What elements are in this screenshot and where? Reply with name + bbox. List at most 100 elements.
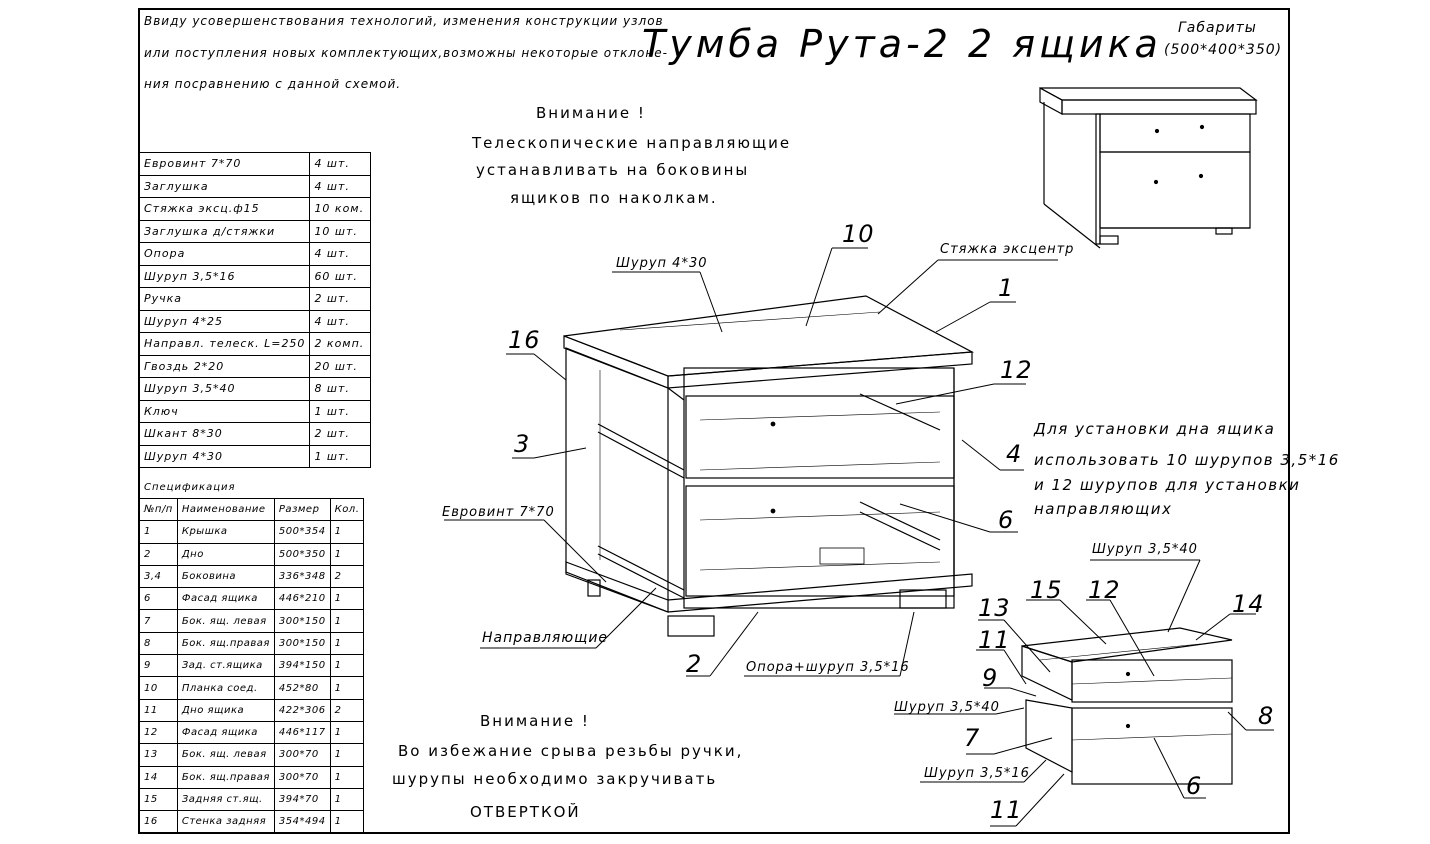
spec-row-name: Дно ящика <box>176 698 275 722</box>
spec-row-name: Бок. ящ.правая <box>176 631 275 656</box>
part-number-14: 14 <box>1232 590 1265 618</box>
part-number-11: 11 <box>978 626 1011 654</box>
attention-bottom-heading: Внимание ! <box>480 712 590 730</box>
notice-line-2: или поступления новых комплектующих,возм… <box>144 46 668 60</box>
spec-caption: Спецификация <box>144 482 236 493</box>
spec-row-qty: 1 <box>329 587 365 611</box>
spec-row-name: Бок. ящ. левая <box>176 609 275 633</box>
spec-row-qty: 1 <box>329 631 365 656</box>
spec-row-qty: 1 <box>329 542 365 566</box>
hardware-item-qty: 2 шт. <box>309 287 371 311</box>
hardware-item-name: Шкант 8*30 <box>138 422 311 446</box>
hardware-item-qty: 10 шт. <box>309 219 371 243</box>
hardware-item-name: Опора <box>138 242 311 266</box>
attention-bottom-line-1: Во избежание срыва резьбы ручки, <box>398 742 744 760</box>
attention-top-line-3: ящиков по наколкам. <box>510 189 718 207</box>
assembled-cabinet-view <box>1039 86 1258 249</box>
notice-line-1: Ввиду усовершенствования технологий, изм… <box>144 14 664 28</box>
hardware-item-qty: 1 шт. <box>309 444 371 468</box>
spec-row-size: 394*70 <box>273 787 331 812</box>
spec-row-name: Планка соед. <box>176 676 275 700</box>
spec-header-size: Размер <box>273 497 331 522</box>
instruction-line-2: использовать 10 шурупов 3,5*16 <box>1034 451 1340 469</box>
part-number-6b: 6 <box>1186 772 1203 800</box>
spec-row-name: Фасад ящика <box>176 720 275 745</box>
spec-row-size: 394*150 <box>273 654 331 678</box>
hardware-item-name: Евровинт 7*70 <box>138 152 311 176</box>
part-number-16: 16 <box>508 326 541 354</box>
part-number-9: 9 <box>982 664 999 692</box>
spec-row-size: 300*150 <box>273 609 331 633</box>
part-number-13: 13 <box>978 594 1011 622</box>
spec-row-name: Крышка <box>176 520 275 544</box>
hardware-item-name: Шуруп 3,5*16 <box>138 264 311 288</box>
attention-top-line-2: устанавливать на боковины <box>476 161 750 179</box>
hardware-item-qty: 4 шт. <box>309 152 371 176</box>
part-number-6: 6 <box>998 506 1015 534</box>
spec-row-qty: 1 <box>329 609 365 633</box>
spec-row-qty: 1 <box>329 520 365 544</box>
part-number-15: 15 <box>1030 576 1063 604</box>
drawing-title: Тумба Рута-2 2 ящика <box>642 22 1162 66</box>
instruction-line-3: и 12 шурупов для установки <box>1034 476 1301 494</box>
spec-header-qty: Кол. <box>329 497 365 522</box>
spec-row-size: 300*70 <box>273 765 331 789</box>
leader-lines <box>444 247 1274 827</box>
spec-row-qty: 2 <box>329 564 365 589</box>
spec-row-size: 500*354 <box>273 520 331 544</box>
hardware-item-name: Стяжка эксц.ф15 <box>138 197 311 221</box>
part-number-7: 7 <box>964 724 981 752</box>
spec-row-name: Боковина <box>176 564 275 589</box>
dimensions-label: Габариты <box>1178 20 1257 36</box>
hardware-item-qty: 20 шт. <box>309 354 371 378</box>
hardware-item-qty: 4 шт. <box>309 309 371 333</box>
spec-row-size: 446*210 <box>273 587 331 611</box>
instruction-line-4: направляющих <box>1034 500 1173 518</box>
spec-row-size: 354*494 <box>273 810 331 834</box>
part-number-3: 3 <box>514 430 531 458</box>
hardware-item-qty: 2 шт. <box>309 422 371 446</box>
part-number-12b: 12 <box>1088 576 1121 604</box>
callout-screw-4-30: Шуруп 4*30 <box>616 256 708 271</box>
callout-guides: Направляющие <box>482 630 609 646</box>
part-number-4: 4 <box>1006 440 1023 468</box>
attention-top-heading: Внимание ! <box>536 104 646 122</box>
attention-bottom-line-3: ОТВЕРТКОЙ <box>470 803 581 821</box>
spec-row-name: Зад. ст.ящика <box>176 654 275 678</box>
notice-line-3: ния посравнению с данной схемой. <box>144 77 402 91</box>
callout-screw-35-40-left: Шуруп 3,5*40 <box>894 700 1000 715</box>
spec-row-name: Бок. ящ.правая <box>176 765 275 789</box>
spec-row-qty: 1 <box>329 720 365 745</box>
exploded-cabinet-view <box>563 295 975 637</box>
attention-bottom-line-2: шурупы необходимо закручивать <box>392 770 718 788</box>
spec-header-name: Наименование <box>176 497 275 522</box>
spec-row-size: 300*70 <box>273 743 331 767</box>
hardware-item-name: Заглушка <box>138 174 311 198</box>
spec-row-qty: 1 <box>329 787 365 812</box>
spec-row-size: 336*348 <box>273 564 331 589</box>
spec-row-name: Стенка задняя <box>176 810 275 834</box>
spec-row-name: Дно <box>176 542 275 566</box>
spec-row-size: 422*306 <box>273 698 331 722</box>
spec-row-name: Задняя ст.ящ. <box>176 787 275 812</box>
hardware-item-name: Ручка <box>138 287 311 311</box>
hardware-item-qty: 10 ком. <box>309 197 371 221</box>
spec-row-size: 446*117 <box>273 720 331 745</box>
